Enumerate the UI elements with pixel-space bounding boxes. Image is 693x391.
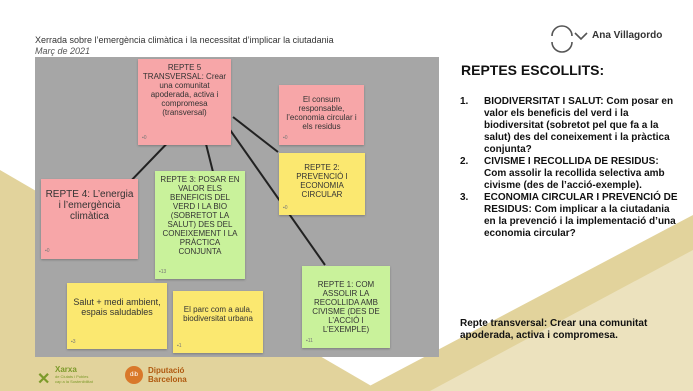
note-marker: ▪0	[45, 248, 50, 254]
sticky-note-board: REPTE 5 TRANSVERSAL: Crear una comunitat…	[35, 57, 439, 357]
note-text: REPTE 4: L’energia i l’emergència climàt…	[45, 189, 134, 222]
sticky-note-salut: Salut + medi ambient, espais saludables …	[67, 283, 167, 349]
xarxa-logo-icon: ✕	[37, 371, 51, 388]
diputacio-logo-text: Diputació Barcelona	[148, 366, 187, 384]
note-marker: ▪0	[283, 135, 288, 141]
note-text: REPTE 1: COM ASSOLIR LA RECOLLIDA AMB CI…	[312, 280, 380, 334]
diputacio-line: Barcelona	[148, 375, 187, 384]
logo-name: Ana Villagordo	[592, 30, 663, 41]
slide-title: Xerrada sobre l’emergència climàtica i l…	[35, 35, 334, 45]
note-text: Salut + medi ambient, espais saludables	[73, 297, 161, 317]
sticky-note-parc: El parc com a aula, biodiversitat urbana…	[173, 291, 263, 353]
sticky-note-repte4: REPTE 4: L’energia i l’emergència climàt…	[41, 179, 138, 259]
diputacio-logo-icon: dib	[125, 366, 143, 384]
xarxa-logo-text: Xarxa de Ciutats i Pobles cap a la Soste…	[55, 365, 93, 384]
sticky-note-repte3: REPTE 3: POSAR EN VALOR ELS BENEFICIS DE…	[155, 171, 245, 279]
xarxa-title: Xarxa	[55, 365, 77, 374]
item-text: ECONOMIA CIRCULAR I PREVENCIÓ DE RESIDUS…	[484, 192, 678, 239]
note-marker: ▪13	[159, 269, 167, 275]
note-text: REPTE 2: PREVENCIÓ I ECONOMIA CIRCULAR	[296, 163, 348, 199]
sticky-note-repte1: REPTE 1: COM ASSOLIR LA RECOLLIDA AMB CI…	[302, 266, 390, 348]
xarxa-subtitle: de Ciutats i Pobles	[55, 374, 89, 379]
note-text: El consum responsable, l’economia circul…	[286, 95, 357, 131]
connector-line	[232, 116, 279, 153]
connector-line	[227, 126, 326, 266]
note-marker: ▪1	[177, 343, 182, 349]
light-wedge	[430, 250, 693, 391]
list-item: 1. BIODIVERSITAT I SALUT: Com posar en v…	[460, 96, 682, 156]
list-item: 3. ECONOMIA CIRCULAR I PREVENCIÓ DE RESI…	[460, 192, 682, 240]
note-marker: ▪0	[142, 135, 147, 141]
ana-villagordo-logo-icon	[551, 25, 588, 53]
diputacio-line: Diputació	[148, 366, 185, 375]
note-marker: ▪3	[71, 339, 76, 345]
reptes-heading: REPTES ESCOLLITS:	[461, 62, 605, 78]
sticky-note-repte2: REPTE 2: PREVENCIÓ I ECONOMIA CIRCULAR ▪…	[279, 153, 365, 215]
slide-date: Març de 2021	[35, 46, 91, 56]
sticky-note-consum: El consum responsable, l’economia circul…	[279, 85, 364, 145]
item-text: CIVISME I RECOLLIDA DE RESIDUS: Com asso…	[484, 156, 665, 191]
item-number: 3.	[460, 192, 469, 203]
list-item: 2. CIVISME I RECOLLIDA DE RESIDUS: Com a…	[460, 156, 682, 192]
note-text: REPTE 5 TRANSVERSAL: Crear una comunitat…	[142, 63, 227, 117]
item-number: 1.	[460, 96, 469, 107]
board-connector-lines	[124, 116, 326, 266]
note-text: El parc com a aula, biodiversitat urbana	[183, 305, 253, 323]
transversal-text: Repte transversal: Crear una comunitat a…	[460, 318, 648, 341]
note-marker: ▪11	[306, 338, 313, 344]
xarxa-subtitle: cap a la Sostenibilitat	[55, 379, 93, 384]
item-number: 2.	[460, 156, 469, 167]
beige-wedge-right	[360, 215, 693, 391]
sticky-note-repte5: REPTE 5 TRANSVERSAL: Crear una comunitat…	[138, 59, 231, 145]
note-marker: ▪0	[283, 205, 288, 211]
item-text: BIODIVERSITAT I SALUT: Com posar en valo…	[484, 96, 674, 155]
reptes-list: 1. BIODIVERSITAT I SALUT: Com posar en v…	[460, 96, 682, 240]
note-text: REPTE 3: POSAR EN VALOR ELS BENEFICIS DE…	[160, 175, 240, 256]
